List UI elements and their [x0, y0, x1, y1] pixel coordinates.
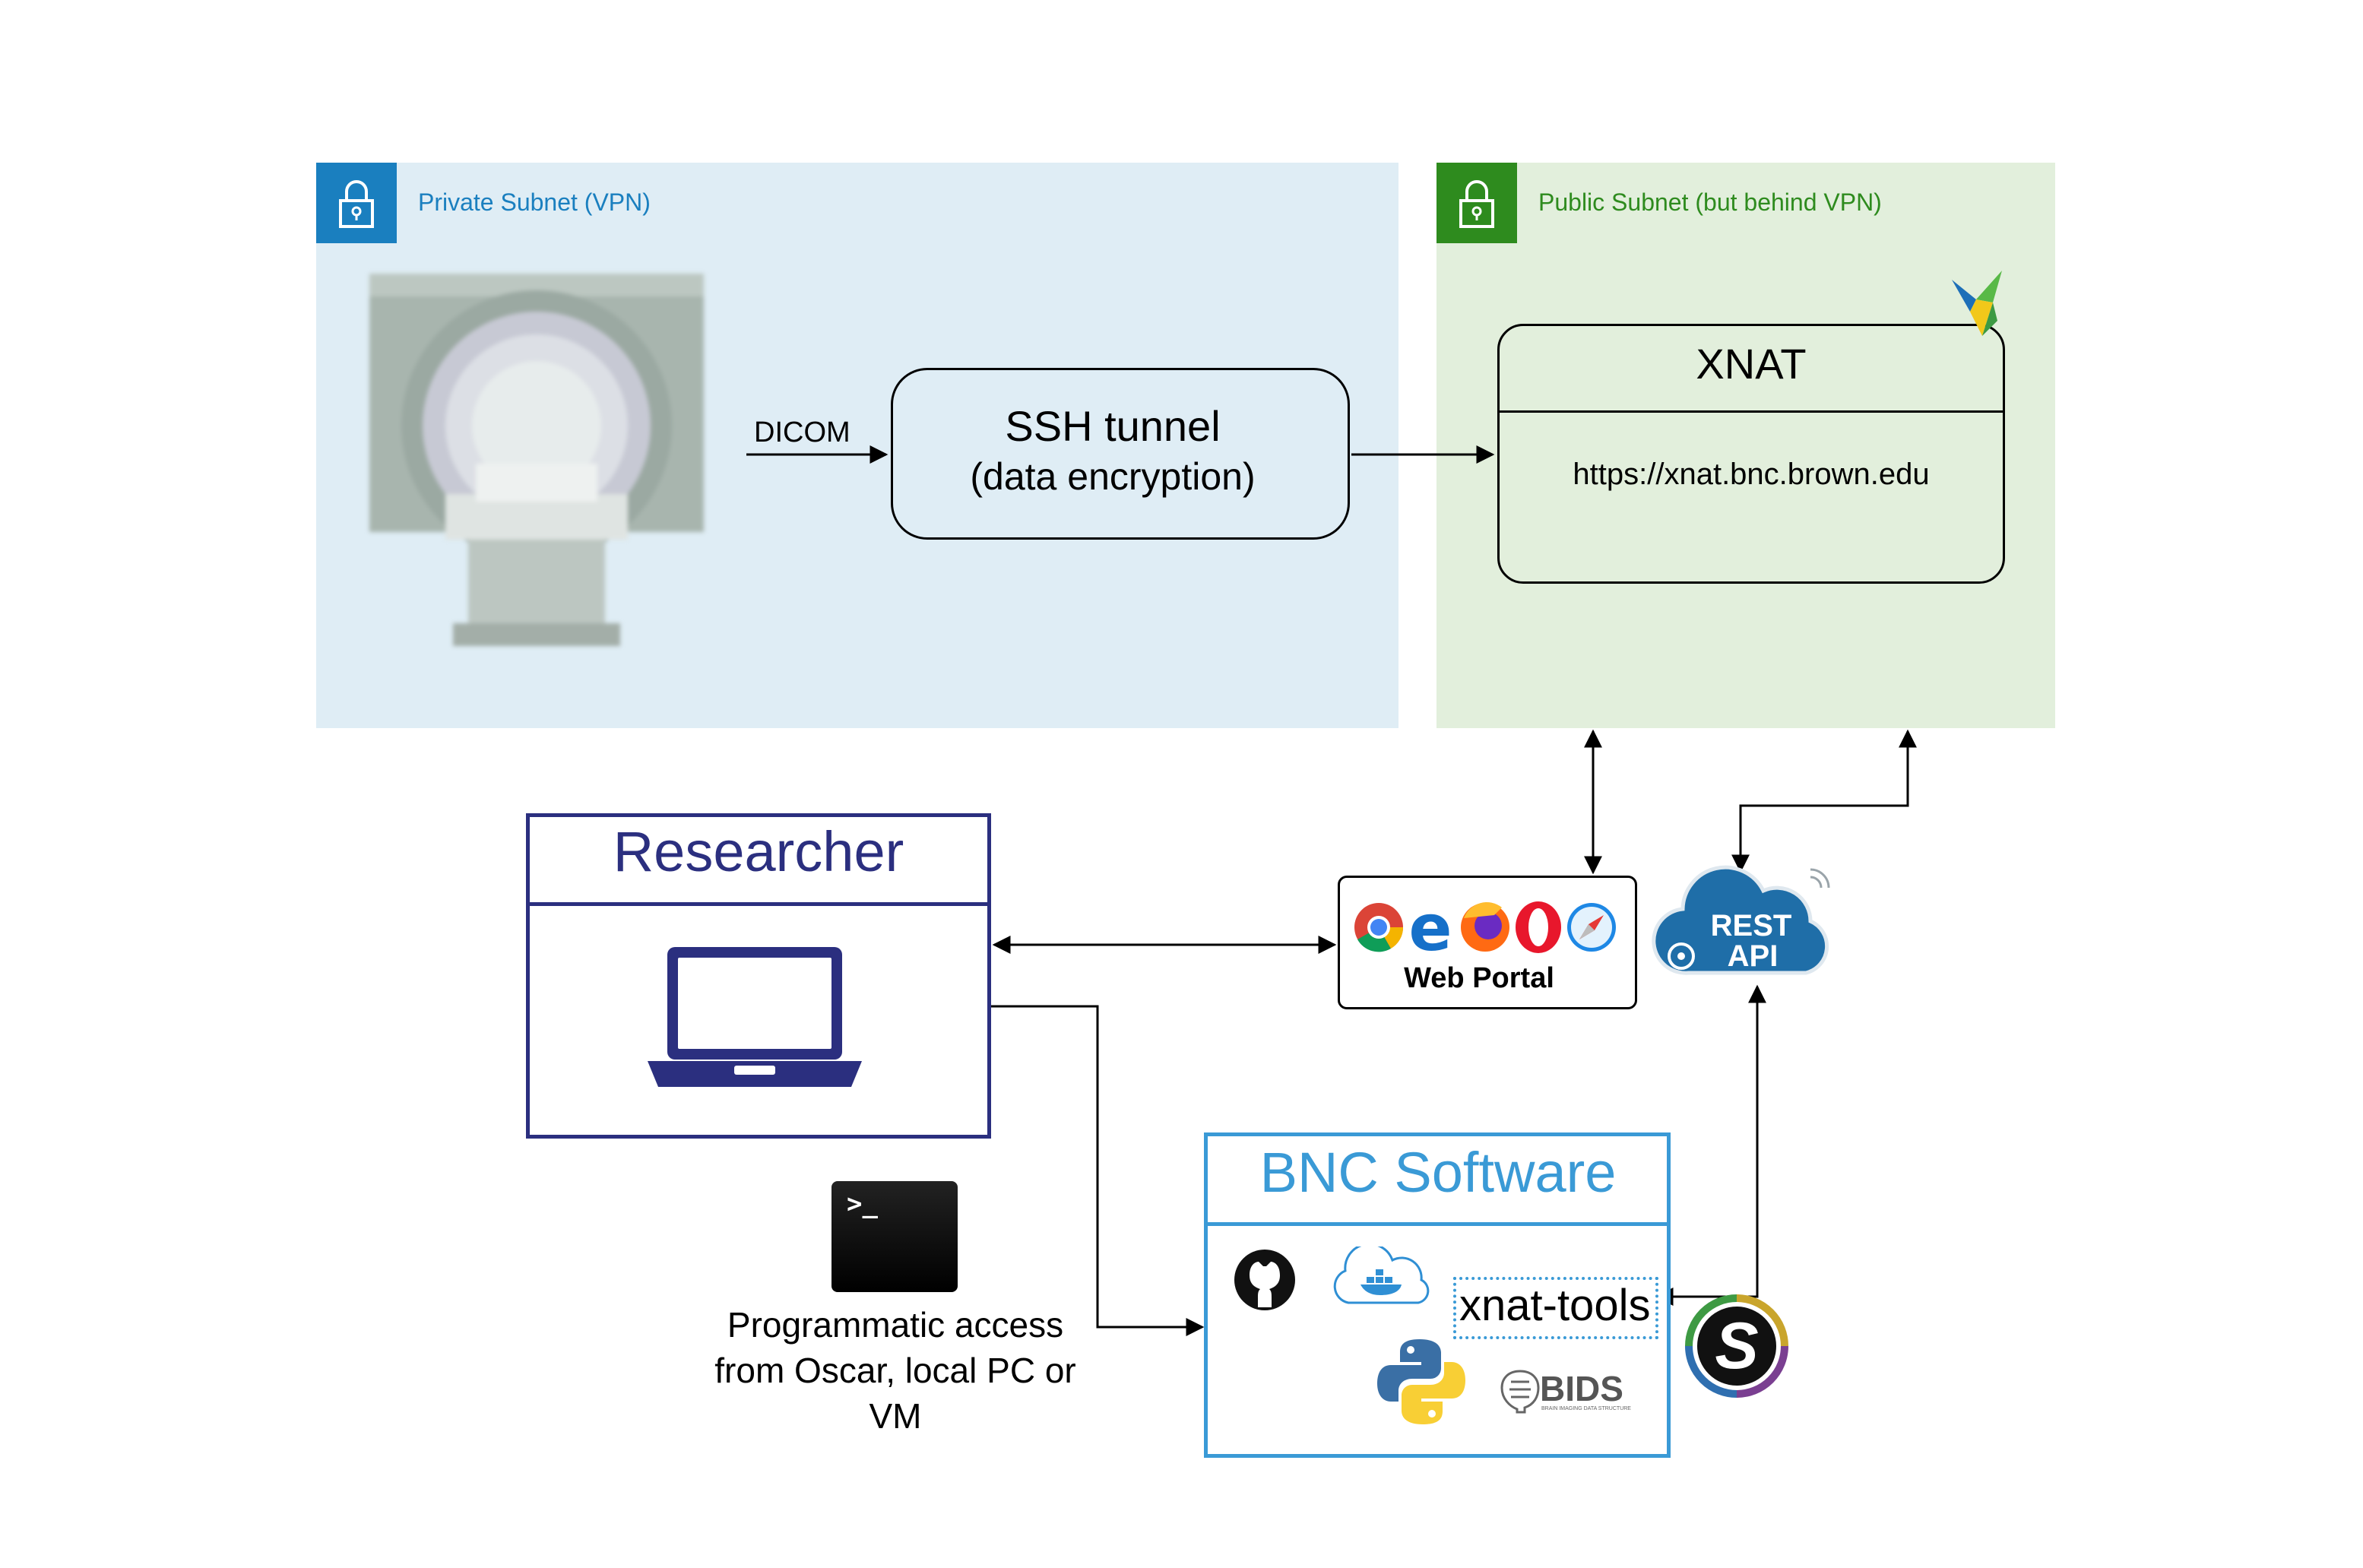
firefox-icon	[1461, 902, 1509, 952]
researcher-to-bnc-arrow	[991, 1005, 1205, 1336]
xnat-header-divider	[1499, 410, 2003, 413]
xnat-url: https://xnat.bnc.brown.edu	[1573, 458, 1930, 491]
ssh-tunnel-title: SSH tunnel	[1005, 402, 1221, 450]
ssh-tunnel-subtitle: (data encryption)	[970, 455, 1256, 498]
github-icon	[1234, 1250, 1295, 1310]
dicom-label: DICOM	[754, 417, 850, 448]
xnat-title: XNAT	[1696, 340, 1807, 388]
programmatic-line-2: from Oscar, local PC or	[714, 1351, 1076, 1390]
chrome-icon	[1354, 903, 1404, 952]
safari-icon	[1567, 903, 1616, 952]
programmatic-line-3: VM	[869, 1396, 922, 1436]
rest-api-line2: API	[1727, 939, 1779, 973]
xnat-logo-icon	[1952, 271, 2002, 336]
xnat-tools-label: xnat-tools	[1459, 1281, 1651, 1330]
rest-api-cloud-icon	[1652, 865, 1830, 975]
svg-text:e: e	[1409, 898, 1452, 956]
singularity-icon	[1685, 1294, 1788, 1398]
laptop-icon	[648, 947, 862, 1087]
lock-icon	[316, 163, 397, 243]
mri-scanner-icon	[369, 274, 704, 646]
bnc-to-rest-arrow	[1655, 984, 1766, 1306]
xnat-box	[1497, 324, 2005, 584]
programmatic-line-1: Programmatic access	[727, 1305, 1064, 1345]
lock-icon	[1436, 163, 1517, 243]
xnat-tools-box	[1453, 1277, 1658, 1339]
edge-icon: e	[1409, 898, 1452, 956]
terminal-icon	[831, 1181, 958, 1292]
bids-label: BIDS	[1540, 1369, 1623, 1408]
researcher-title: Researcher	[613, 820, 904, 883]
researcher-header-divider	[526, 902, 991, 906]
bnc-header-divider	[1204, 1222, 1671, 1226]
rest-to-xnat-arrow	[1731, 729, 1917, 873]
docker-icon	[1333, 1246, 1430, 1304]
browser-icons: e	[1354, 898, 1616, 956]
terminal-prompt: >_	[847, 1189, 878, 1219]
ssh-tunnel-box	[891, 368, 1350, 540]
bids-subtitle: BRAIN IMAGING DATA STRUCTURE	[1541, 1406, 1631, 1411]
private-subnet-label: Private Subnet (VPN)	[418, 188, 651, 216]
web-portal-label: Web Portal	[1404, 962, 1554, 994]
public-subnet-label: Public Subnet (but behind VPN)	[1538, 188, 1882, 216]
rest-api-line1: REST	[1710, 909, 1792, 942]
opera-icon	[1516, 901, 1561, 953]
singularity-letter: S	[1715, 1310, 1759, 1383]
bids-logo-icon	[1500, 1370, 1540, 1414]
python-icon	[1377, 1339, 1465, 1424]
bnc-software-title: BNC Software	[1259, 1141, 1617, 1204]
